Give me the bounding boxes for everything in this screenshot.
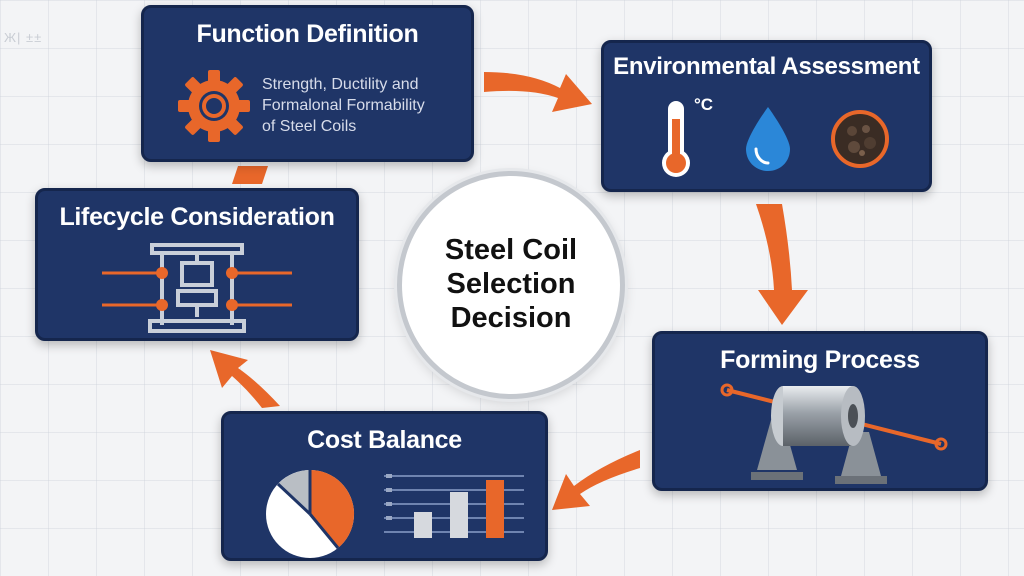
gear-icon bbox=[178, 70, 250, 142]
corner-mark: Ж| ±± bbox=[4, 30, 43, 45]
cost-balance-card: Cost Balance bbox=[221, 411, 548, 561]
lifecycle-consideration-title: Lifecycle Consideration bbox=[59, 203, 335, 231]
environmental-assessment-card: Environmental Assessment °C bbox=[601, 40, 932, 192]
thermometer-icon bbox=[662, 101, 690, 177]
center-line2: Selection bbox=[446, 268, 576, 300]
center-line3: Decision bbox=[450, 302, 572, 334]
center-decision-text: Steel Coil Selection Decision bbox=[402, 233, 620, 335]
function-description: Strength, Ductility and Formalonal Forma… bbox=[262, 74, 462, 137]
corrosion-icon bbox=[831, 110, 889, 168]
bar-chart-icon bbox=[384, 474, 524, 538]
function-definition-card: Function Definition Strength, Ductility … bbox=[141, 5, 474, 162]
function-desc-line2: Formalonal Formability bbox=[262, 97, 425, 114]
pie-chart-icon bbox=[266, 469, 355, 558]
temperature-unit: °C bbox=[694, 95, 714, 114]
arrow-function-to-environment bbox=[484, 72, 592, 112]
arrow-forming-to-cost bbox=[552, 450, 640, 510]
forming-process-title: Forming Process bbox=[720, 346, 920, 374]
function-definition-title: Function Definition bbox=[196, 20, 419, 48]
lifecycle-consideration-card: Lifecycle Consideration bbox=[35, 188, 359, 341]
function-desc-line1: Strength, Ductility and bbox=[262, 76, 419, 93]
steel-coil-roller-icon bbox=[720, 383, 948, 484]
arrow-environment-to-forming bbox=[756, 204, 808, 325]
forming-process-card: Forming Process bbox=[652, 331, 988, 491]
water-drop-icon bbox=[746, 107, 790, 171]
arrow-cost-to-lifecycle bbox=[210, 350, 280, 408]
press-machine-icon bbox=[102, 243, 292, 333]
environmental-assessment-title: Environmental Assessment bbox=[613, 53, 920, 80]
center-line1: Steel Coil bbox=[444, 234, 578, 266]
arrow-lifecycle-to-function bbox=[232, 166, 268, 184]
function-desc-line3: of Steel Coils bbox=[262, 118, 357, 135]
cost-balance-title: Cost Balance bbox=[307, 426, 462, 454]
center-decision-circle: Steel Coil Selection Decision bbox=[397, 171, 625, 399]
